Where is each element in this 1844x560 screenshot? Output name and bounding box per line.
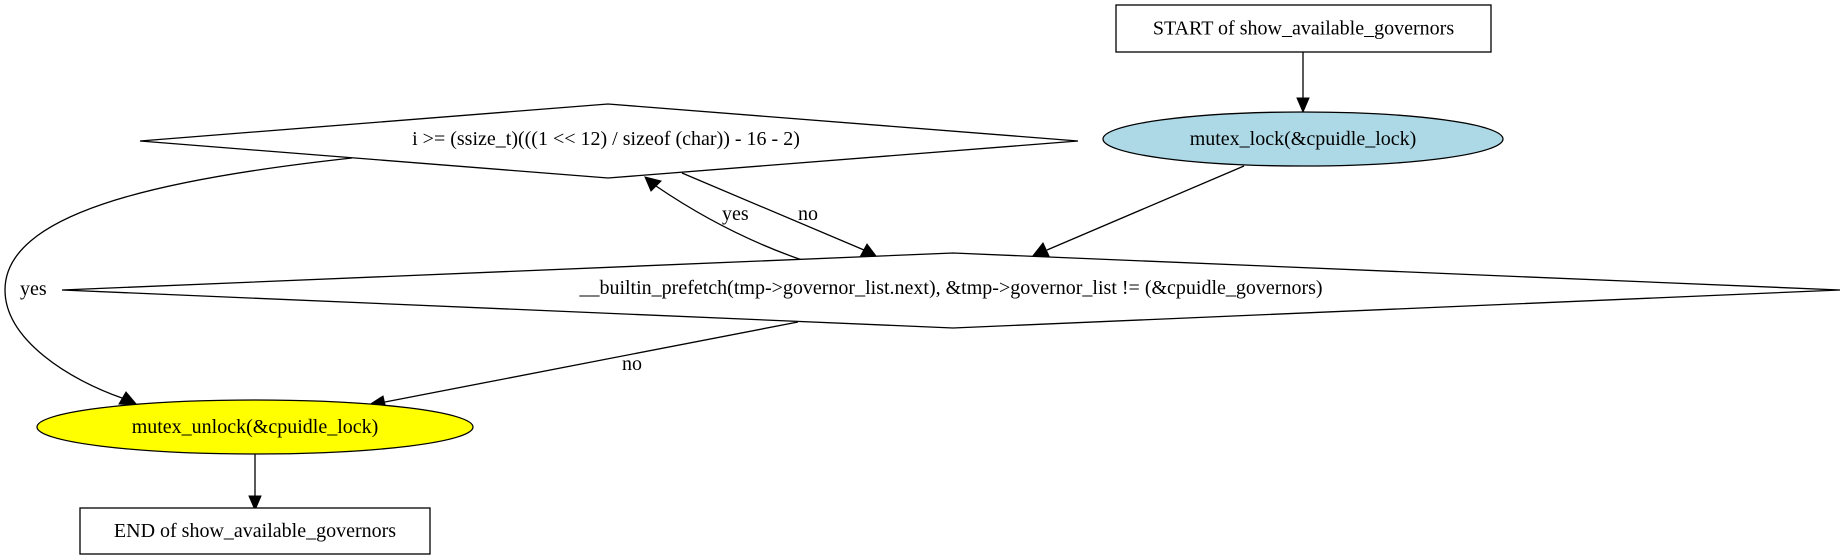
edge-loop-to-unlock: no (367, 321, 799, 410)
size-condition-node-shape (139, 103, 1079, 179)
size-condition-node[interactable]: i >= (ssize_t)(((1 << 12) / sizeof (char… (139, 103, 1079, 179)
edge-label-loop-to-unlock: no (622, 353, 642, 375)
lock-node-label: mutex_lock(&cpuidle_lock) (1190, 128, 1417, 150)
end-node[interactable]: END of show_available_governors (79, 507, 431, 555)
edge-label-size-to-unlock: yes (20, 278, 47, 300)
start-node[interactable]: START of show_available_governors (1115, 4, 1492, 53)
unlock-node-label: mutex_unlock(&cpuidle_lock) (132, 416, 379, 438)
edge-lock-to-loop-condition (1030, 165, 1245, 258)
start-node-shape (1115, 4, 1492, 53)
edge-loop-to-size-condition: yes (644, 176, 803, 261)
unlock-node-shape (36, 399, 474, 455)
loop-condition-node-shape (61, 252, 1841, 329)
loop-condition-node[interactable]: __builtin_prefetch(tmp->governor_list.ne… (61, 252, 1841, 329)
edge-start-to-lock (1296, 52, 1310, 114)
edge-label-size-to-loop: no (798, 203, 818, 225)
size-condition-node-label: i >= (ssize_t)(((1 << 12) / sizeof (char… (412, 128, 800, 150)
nodes: START of show_available_governors mutex_… (36, 4, 1841, 555)
edge-unlock-to-end (248, 451, 262, 512)
loop-condition-node-label: __builtin_prefetch(tmp->governor_list.ne… (578, 277, 1322, 299)
end-node-label: END of show_available_governors (114, 520, 396, 542)
end-node-shape (79, 507, 431, 555)
edge-label-loop-to-size: yes (722, 203, 749, 225)
start-node-label: START of show_available_governors (1153, 18, 1454, 40)
lock-node-shape (1102, 111, 1504, 167)
edge-size-to-loop-condition: no (681, 172, 877, 258)
unlock-node[interactable]: mutex_unlock(&cpuidle_lock) (36, 399, 474, 455)
lock-node[interactable]: mutex_lock(&cpuidle_lock) (1102, 111, 1504, 167)
